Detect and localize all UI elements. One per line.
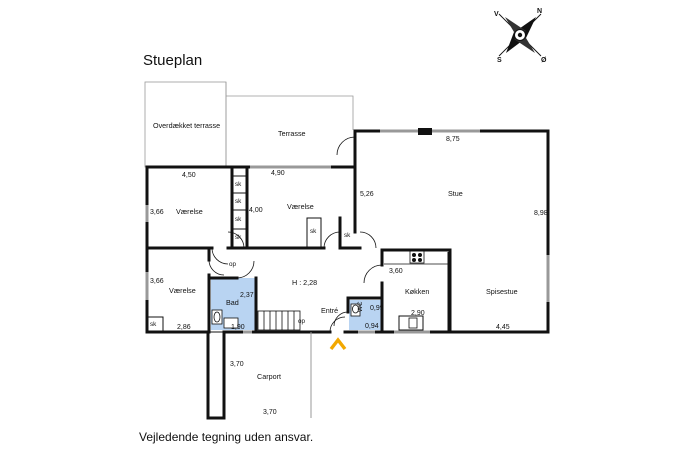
closet-label: sk xyxy=(235,216,242,223)
stair-up-label: op xyxy=(229,261,237,268)
room-spisestue: Spisestue xyxy=(486,287,518,296)
walls xyxy=(145,129,550,420)
room-vaerelse-1: Værelse xyxy=(176,207,203,216)
dim-carport-depth: 3,70 xyxy=(230,361,244,368)
staircase xyxy=(257,310,301,331)
dim-bad-depth: 2,37 xyxy=(240,292,254,299)
closet-label: sk xyxy=(235,181,242,188)
windows xyxy=(145,129,550,334)
kitchen-fixtures xyxy=(384,250,448,329)
compass-n: N xyxy=(537,8,542,15)
dim-v3-width: 2,86 xyxy=(177,324,191,331)
dim-v1-depth: 3,66 xyxy=(150,209,164,216)
dim-stue-width: 8,75 xyxy=(446,136,460,143)
room-kokken: Køkken xyxy=(405,287,429,296)
door-swings xyxy=(208,136,383,333)
room-stue: Stue xyxy=(448,189,463,198)
dim-v3-depth: 3,66 xyxy=(150,278,164,285)
sink-icon xyxy=(408,317,418,329)
thin-walls xyxy=(146,175,449,418)
room-vaerelse-2: Værelse xyxy=(287,202,314,211)
bath-fixtures xyxy=(211,303,361,329)
closet-label: sk xyxy=(235,234,242,241)
plan-title: Stueplan xyxy=(143,52,203,69)
dim-kokken-width: 2,90 xyxy=(411,310,425,317)
closet-label: sk xyxy=(235,198,242,205)
dim-bad-width: 1,90 xyxy=(231,324,245,331)
compass-o: Ø xyxy=(541,57,547,64)
fireplace-icon xyxy=(418,128,432,135)
room-hall: H : 2,28 xyxy=(292,278,317,287)
dim-carport-width: 3,70 xyxy=(263,409,277,416)
room-terrace: Terrasse xyxy=(278,129,306,138)
closet-label: sk xyxy=(310,228,317,235)
compass-v: V xyxy=(494,11,499,18)
closet-label: sk xyxy=(344,232,351,239)
entrance-arrow-icon xyxy=(329,337,347,351)
room-carport: Carport xyxy=(257,372,281,381)
dim-v1-width: 4,50 xyxy=(182,172,196,179)
room-entre: Entré xyxy=(321,306,338,315)
dim-stue-depth: 8,98 xyxy=(534,210,548,217)
dim-kokken-depth: 3,60 xyxy=(389,268,403,275)
compass-s: S xyxy=(497,57,502,64)
dim-spisestue-width: 4,45 xyxy=(496,324,510,331)
closet-label: sk xyxy=(150,321,157,328)
wc-label: WC xyxy=(357,301,364,312)
room-covered-terrace: Overdækket terrasse xyxy=(153,121,220,130)
dim-wc-depth: 0,99 xyxy=(370,305,384,312)
stair-up-label: op xyxy=(298,318,306,325)
room-vaerelse-3: Værelse xyxy=(169,286,196,295)
dim-wc-width: 0,94 xyxy=(365,323,379,330)
dim-v2-depth: 4,00 xyxy=(249,207,263,214)
dim-v2-width: 4,90 xyxy=(271,170,285,177)
dim-stue-side: 5,26 xyxy=(360,191,374,198)
compass-rose: N V S Ø xyxy=(494,8,547,64)
stove-icon xyxy=(409,250,425,264)
room-bad: Bad xyxy=(226,298,239,307)
disclaimer: Vejledende tegning uden ansvar. xyxy=(139,430,314,444)
